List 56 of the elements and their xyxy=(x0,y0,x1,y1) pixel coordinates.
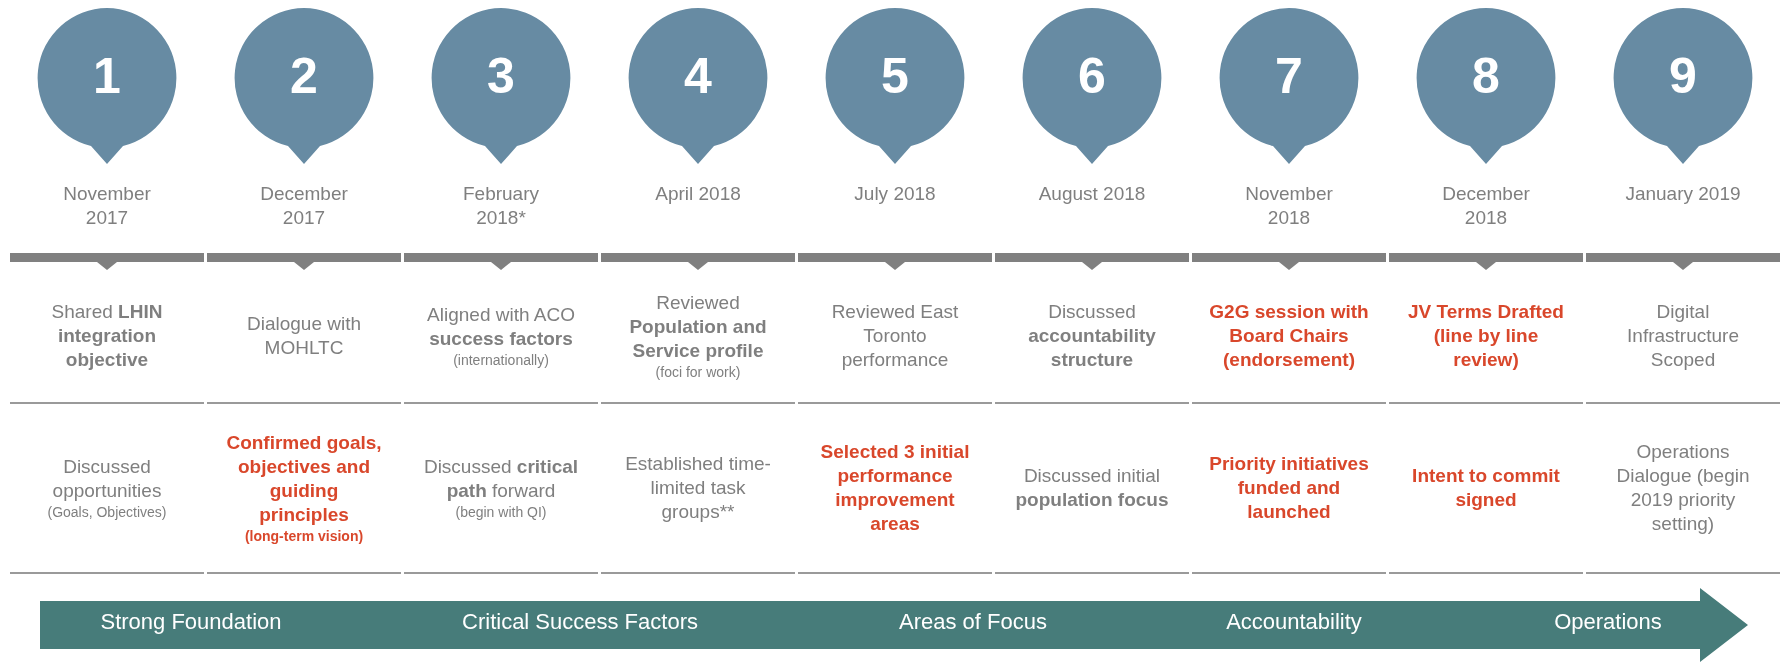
timeline-bar xyxy=(1389,253,1583,273)
timeline-bar xyxy=(207,253,401,273)
milestone-text: Aligned with ACO success factors xyxy=(426,303,576,351)
note-text: (foci for work) xyxy=(655,363,741,381)
step-number: 8 xyxy=(1471,47,1501,106)
milestone-text: Discussed accountability structure xyxy=(1027,300,1157,372)
note-text: (Goals, Objectives) xyxy=(47,503,167,521)
date-label: November 2018 xyxy=(1244,182,1334,230)
outcome-text: Established time-limited task groups** xyxy=(624,452,772,524)
phase-label: Operations xyxy=(1554,608,1662,636)
outcome-text: Operations Dialogue (begin 2019 priority setting) xyxy=(1615,440,1751,536)
date-label: December 2017 xyxy=(259,182,349,230)
phase-arrow xyxy=(40,588,1750,662)
step-number: 4 xyxy=(683,47,713,106)
date-label: August 2018 xyxy=(1038,182,1146,206)
step-number: 2 xyxy=(289,47,319,106)
outcome-text: Discussed critical path forward xyxy=(422,455,580,503)
note-text: (long-term vision) xyxy=(244,527,364,545)
milestone-text: Shared LHIN integration objective xyxy=(50,300,164,372)
milestone-text: JV Terms Drafted (line by line review) xyxy=(1407,300,1565,372)
outcome-text: Intent to commit signed xyxy=(1411,464,1561,512)
milestone-text: G2G session with Board Chairs (endorsement) xyxy=(1208,300,1370,372)
outcome-text: Priority initiatives funded and launched xyxy=(1209,452,1369,524)
milestone-text: Digital Infrastructure Scoped xyxy=(1626,300,1740,372)
step-number: 5 xyxy=(880,47,910,106)
date-label: January 2019 xyxy=(1625,182,1741,206)
outcome-text: Discussed initial population focus xyxy=(1014,464,1170,512)
step-number: 7 xyxy=(1274,47,1304,106)
date-label: July 2018 xyxy=(854,182,936,206)
date-label: November 2017 xyxy=(62,182,152,230)
phase-label: Accountability xyxy=(1226,608,1362,636)
timeline-bar xyxy=(798,253,992,273)
phase-label: Strong Foundation xyxy=(100,608,282,636)
step-number: 9 xyxy=(1668,47,1698,106)
date-label: February 2018* xyxy=(462,182,540,230)
timeline-bar xyxy=(10,253,204,273)
step-number: 1 xyxy=(92,47,122,106)
note-text: (internationally) xyxy=(453,351,549,369)
phase-label: Areas of Focus xyxy=(899,608,1047,636)
phase-label: Critical Success Factors xyxy=(462,608,698,636)
date-label: December 2018 xyxy=(1441,182,1531,230)
outcome-text: Discussed opportunities xyxy=(51,455,163,503)
milestone-text: Reviewed Population and Service profile xyxy=(628,291,768,363)
step-number: 6 xyxy=(1077,47,1107,106)
outcome-text: Confirmed goals, objectives and guiding principles xyxy=(225,431,383,527)
timeline-bar xyxy=(1586,253,1780,273)
outcome-text: Selected 3 initial performance improvement areas xyxy=(819,440,971,536)
timeline-bar xyxy=(995,253,1189,273)
note-text: (begin with QI) xyxy=(455,503,547,521)
milestone-text: Reviewed East Toronto performance xyxy=(830,300,960,372)
timeline-bar xyxy=(601,253,795,273)
date-label: April 2018 xyxy=(655,182,741,206)
step-number: 3 xyxy=(486,47,516,106)
milestone-text: Dialogue with MOHLTC xyxy=(245,312,363,360)
timeline-bar xyxy=(1192,253,1386,273)
timeline-bar xyxy=(404,253,598,273)
